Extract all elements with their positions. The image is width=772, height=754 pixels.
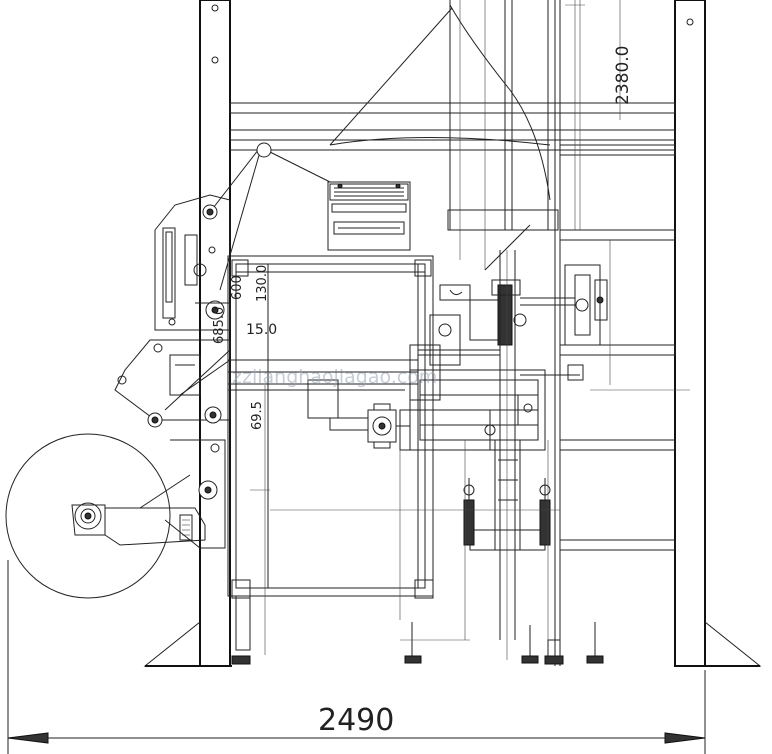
watermark-text: zzlianghaojiagao.com [232,366,437,388]
dim-130-label: 130.0 [255,265,270,302]
dancer-roller-assembly [114,339,231,453]
dim-695-label: 69.5 [250,401,265,430]
top-crossbeams [229,102,676,151]
film-unwind-arm [154,142,331,331]
leveling-feet [231,595,604,665]
center-frame [227,255,434,599]
film-roll [5,433,226,599]
right-side-components [520,264,608,381]
minor-dimensions: 600 130.0 15.0 685.0 69.5 [212,265,277,430]
right-height-dimension: 2380.0 [613,0,633,120]
right-frame-column [674,0,762,667]
dim-right-height-label: 2380.0 [613,46,633,105]
overall-width-label: 2490 [318,703,394,738]
upper-jaw-assembly [327,181,411,251]
overall-width-dimension: 2490 [7,560,706,754]
left-frame-column [143,0,232,667]
cross-sealing-mechanism [399,279,546,451]
dim-600-label: 600 [230,275,245,300]
lower-jaw-assembly [463,478,551,551]
clamp-gear-unit [367,403,410,449]
dim-685-label: 685.0 [212,307,227,344]
film-forming-rods [329,0,559,271]
right-inner-column [554,0,690,666]
construction-lines [250,240,611,655]
dim-150-label: 15.0 [246,322,277,338]
